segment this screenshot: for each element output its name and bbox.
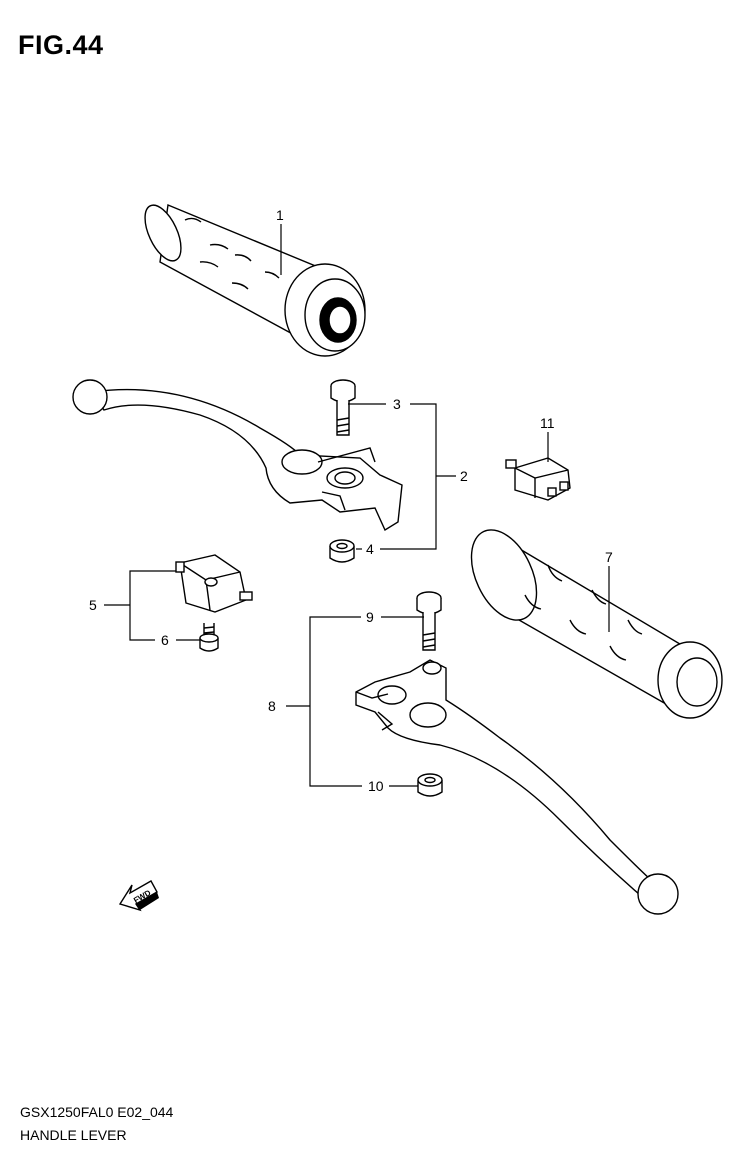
callout-9: 9: [366, 609, 374, 625]
leader-lines: [104, 224, 610, 787]
pivot-bolt-part: [330, 379, 356, 436]
nut-part-4: [329, 539, 355, 563]
callouts: 1 3 2 4 11 5 6 7 9 8 10: [89, 207, 613, 794]
switch-part-5: [175, 554, 253, 613]
callout-1: 1: [276, 207, 284, 223]
diagram-caption: HANDLE LEVER: [20, 1127, 127, 1143]
clutch-lever-part: [72, 379, 403, 532]
brake-lever-part: [355, 659, 679, 915]
pivot-bolt-part-9: [416, 591, 442, 651]
throttle-grip-part: [144, 204, 366, 357]
callout-2: 2: [460, 468, 468, 484]
callout-8: 8: [268, 698, 276, 714]
callout-11: 11: [540, 415, 555, 431]
callout-7: 7: [605, 549, 613, 565]
callout-6: 6: [161, 632, 169, 648]
screw-part-6: [199, 623, 219, 652]
callout-3: 3: [393, 396, 401, 412]
model-code: GSX1250FAL0 E02_044: [20, 1104, 174, 1120]
grip-part-7: [470, 529, 723, 719]
callout-5: 5: [89, 597, 97, 613]
callout-4: 4: [366, 541, 374, 557]
switch-part-11: [505, 457, 571, 501]
fwd-arrow-icon: FWD: [118, 880, 159, 912]
figure-title: FIG.44: [18, 30, 104, 60]
nut-part-10: [417, 773, 443, 797]
callout-10: 10: [368, 778, 384, 794]
